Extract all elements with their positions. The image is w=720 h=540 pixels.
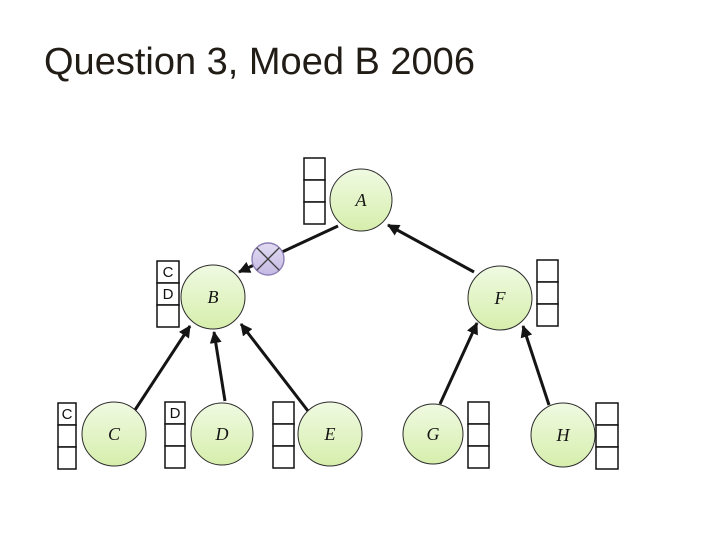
- edge-E-to-B: [239, 323, 310, 412]
- array-F: [536, 259, 559, 327]
- edge-H-to-F: [520, 325, 551, 406]
- array-cell: [303, 157, 326, 181]
- array-cell: [272, 423, 295, 447]
- array-B: CD: [156, 260, 180, 328]
- array-cell: [156, 304, 180, 328]
- array-cell: [536, 303, 559, 327]
- array-cell-label: C: [62, 406, 73, 423]
- node-B: B: [180, 264, 246, 330]
- array-C: C: [57, 402, 77, 470]
- array-cell: [164, 445, 186, 469]
- node-F: F: [467, 265, 533, 331]
- node-label: G: [427, 424, 440, 444]
- node-label: B: [208, 287, 219, 307]
- array-cell: [595, 424, 619, 448]
- array-cell: [272, 445, 295, 469]
- array-cell: [57, 424, 77, 448]
- node-label: D: [215, 424, 229, 444]
- node-label: F: [494, 288, 507, 308]
- crossed-circle-icon: [251, 242, 285, 276]
- node-label: C: [108, 424, 121, 444]
- array-cell: [303, 179, 326, 203]
- array-H: [595, 402, 619, 470]
- node-C: C: [81, 401, 147, 467]
- array-cell-label: D: [163, 286, 174, 303]
- slide-title: Question 3, Moed B 2006: [44, 41, 475, 83]
- edge-G-to-F: [438, 322, 479, 405]
- node-D: D: [190, 402, 254, 466]
- node-label: A: [355, 190, 368, 210]
- node-E: E: [297, 401, 363, 467]
- node-G: G: [402, 403, 464, 465]
- array-cell: [467, 423, 490, 447]
- array-cell: [536, 259, 559, 283]
- array-cell: [467, 445, 490, 469]
- array-cell: [467, 401, 490, 425]
- array-G: [467, 401, 490, 469]
- array-cell: [536, 281, 559, 305]
- edge-D-to-B: [209, 331, 227, 402]
- array-cell-label: C: [163, 264, 174, 281]
- array-cell-label: D: [170, 405, 181, 422]
- node-label: H: [556, 425, 571, 445]
- array-cell: [57, 446, 77, 470]
- edge-C-to-B: [133, 325, 192, 411]
- node-H: H: [530, 402, 596, 468]
- array-E: [272, 401, 295, 469]
- array-cell: [595, 402, 619, 426]
- array-cell: [595, 446, 619, 470]
- array-D: D: [164, 401, 186, 469]
- edge-F-to-A: [387, 223, 475, 274]
- array-A: [303, 157, 326, 225]
- array-cell: [164, 423, 186, 447]
- node-A: A: [329, 168, 393, 232]
- array-cell: [303, 201, 326, 225]
- node-label: E: [324, 424, 336, 444]
- array-cell: [272, 401, 295, 425]
